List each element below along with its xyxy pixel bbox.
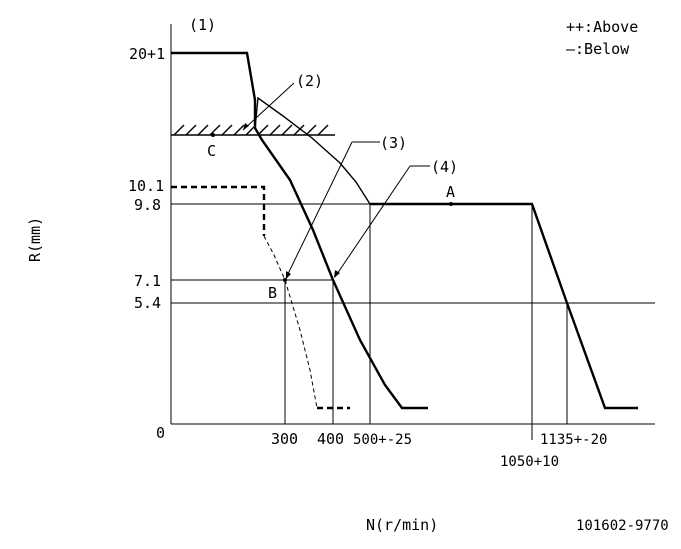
y-tick-0: 0 — [156, 424, 165, 442]
leader-4-diag — [334, 165, 411, 278]
x-tick-1050: 1050+10 — [500, 454, 559, 470]
point-a-label: A — [446, 183, 455, 201]
point-c-dot — [211, 133, 215, 137]
x-tick-1135: 1135+-20 — [540, 432, 607, 448]
leader-2-arrow — [243, 123, 249, 130]
boost-curve — [254, 96, 371, 205]
x-tick-500: 500+-25 — [353, 432, 412, 448]
y-axis-title: R(mm) — [26, 217, 44, 262]
x-tick-300: 300 — [271, 430, 298, 448]
stopper-hatching — [173, 124, 329, 136]
full-load-curve — [171, 51, 428, 410]
x-axis-title: N(r/min) — [366, 516, 438, 534]
leader-3-arrow — [286, 271, 291, 279]
point-b-label: B — [268, 284, 277, 302]
x-tick-400: 400 — [317, 430, 344, 448]
leader-4-arrow — [334, 270, 340, 278]
legend-above: ++:Above — [566, 18, 638, 36]
drawing-number: 101602-9770 — [576, 518, 669, 534]
leader-2 — [242, 82, 295, 131]
y-tick-5-4: 5.4 — [134, 294, 161, 312]
y-tick-20: 20+1 — [129, 45, 165, 63]
point-a-dot — [449, 202, 453, 206]
high-speed-curve — [370, 202, 638, 410]
leader-3-diag — [285, 141, 353, 279]
start-dashed-curve-thin — [263, 235, 318, 409]
point-b-dot — [283, 278, 287, 282]
ref4-label: (4) — [431, 158, 458, 176]
y-tick-9-8: 9.8 — [134, 196, 161, 214]
start-dashed-curve — [171, 185, 266, 236]
ref1-label: (1) — [189, 16, 216, 34]
point-c-label: C — [207, 142, 216, 160]
y-tick-10-1: 10.1 — [128, 177, 164, 195]
ref2-label: (2) — [296, 72, 323, 90]
legend-below: —:Below — [566, 40, 630, 58]
ref3-label: (3) — [380, 134, 407, 152]
y-tick-7-1: 7.1 — [134, 272, 161, 290]
